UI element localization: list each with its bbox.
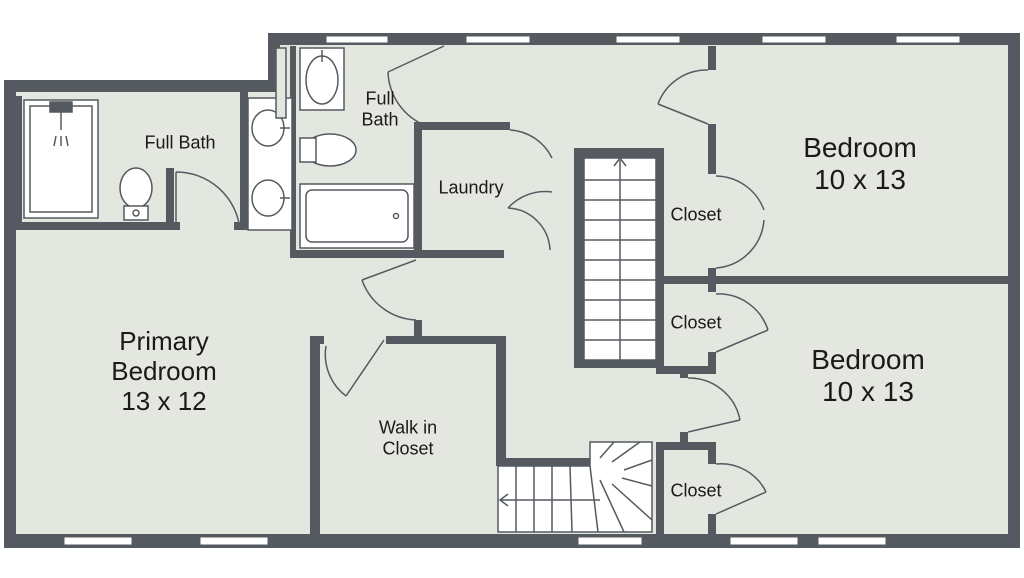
room-name-line1: Walk in <box>378 417 438 438</box>
room-name-line2: Closet <box>382 438 434 458</box>
room-label-full-bath-top: Full Bath <box>361 88 398 129</box>
room-label-closet-2: Closet <box>670 313 721 334</box>
room-name: Closet <box>670 312 722 333</box>
toilet-left <box>119 167 153 209</box>
room-size: 10 x 13 <box>822 376 914 407</box>
room-label-closet-3: Closet <box>670 481 721 502</box>
room-label-walk-in-closet: Walk in Closet <box>379 417 437 458</box>
bath-fixtures <box>23 47 415 249</box>
room-name-line2: Bath <box>361 109 399 129</box>
room-name: Closet <box>670 204 722 225</box>
room-name: Closet <box>670 480 722 501</box>
room-size: 10 x 13 <box>814 164 906 195</box>
room-label-closet-1: Closet <box>670 205 721 226</box>
room-label-bedroom-bottom: Bedroom 10 x 13 <box>811 344 925 408</box>
room-name: Laundry <box>438 177 504 198</box>
room-label-bedroom-top: Bedroom 10 x 13 <box>803 132 917 196</box>
room-name-line1: Full <box>365 88 395 109</box>
room-name-line2: Bedroom <box>111 356 217 387</box>
room-name-line1: Primary <box>119 326 209 357</box>
doors <box>175 45 769 515</box>
room-name: Bedroom <box>803 131 917 163</box>
room-label-laundry: Laundry <box>438 178 503 199</box>
room-name: Full Bath <box>144 132 216 153</box>
staircase-main <box>583 156 657 361</box>
room-size: 13 x 12 <box>121 385 207 416</box>
staircase-winder <box>497 441 653 533</box>
room-name: Bedroom <box>811 343 925 375</box>
room-label-primary-bedroom: Primary Bedroom 13 x 12 <box>111 326 217 417</box>
interior-walls <box>14 46 1020 538</box>
room-label-full-bath-left: Full Bath <box>144 133 215 154</box>
windows <box>63 35 961 546</box>
